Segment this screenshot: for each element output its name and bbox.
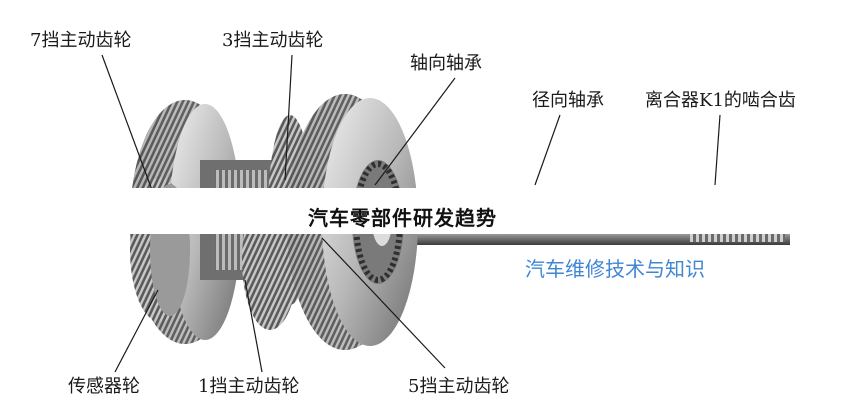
watermark-subtitle: 汽车维修技术与知识 <box>525 257 705 281</box>
label-clutch-k1: 离合器K1的啮合齿 <box>645 90 796 111</box>
leader-gear7 <box>101 54 153 191</box>
watermark-band <box>118 188 848 234</box>
label-radial-bearing: 径向轴承 <box>532 90 604 111</box>
leader-sensor <box>114 289 159 373</box>
label-gear1: 1挡主动齿轮 <box>198 376 300 397</box>
leader-gear1 <box>244 279 263 373</box>
leader-axial <box>374 77 456 186</box>
label-gear5: 5挡主动齿轮 <box>408 376 510 397</box>
leader-gear5 <box>321 237 446 369</box>
watermark-title: 汽车零部件研发趋势 <box>308 206 497 230</box>
leader-gear3 <box>284 54 293 181</box>
leader-clutch <box>714 114 721 186</box>
leader-radial <box>534 114 561 186</box>
label-sensor-wheel: 传感器轮 <box>68 376 140 397</box>
label-gear3: 3挡主动齿轮 <box>222 30 324 51</box>
label-gear7: 7挡主动齿轮 <box>30 30 132 51</box>
label-axial-bearing: 轴向轴承 <box>410 53 482 74</box>
